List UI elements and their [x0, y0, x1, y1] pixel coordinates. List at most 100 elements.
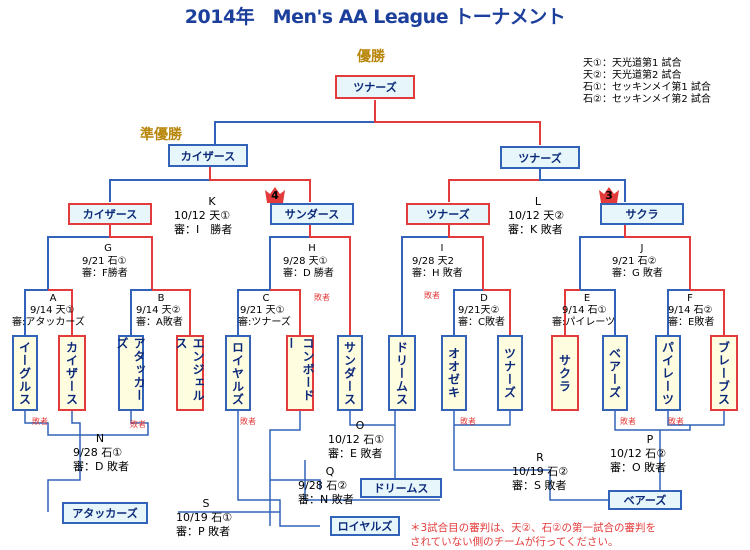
- game-I-info: 9/28 天2: [412, 256, 454, 267]
- consolation-dreams-box[interactable]: ドリームス: [360, 478, 442, 498]
- game-L-letter: L: [534, 195, 542, 208]
- footnote: ＊3試合目の審判は、天②、石②の第一試合の審判を されていない側のチームが行って…: [410, 521, 656, 549]
- game-A-info: 9/14 天①: [30, 305, 75, 316]
- seed-number: 4: [271, 189, 279, 202]
- team-angels[interactable]: エンジェルス: [174, 335, 205, 411]
- seed-number: 3: [605, 189, 613, 202]
- game-K-ref: 審：I 勝者: [174, 223, 233, 236]
- game-S-ref: 審：P 敗者: [176, 525, 231, 538]
- game-P-info: 10/12 石②: [610, 447, 667, 460]
- game-B-letter: B: [157, 293, 165, 304]
- game-G-ref: 審：F勝者: [82, 268, 128, 279]
- consolation-royals-box[interactable]: ロイヤルズ: [330, 516, 400, 536]
- loser-mark: 敗者: [314, 293, 330, 302]
- game-J-info: 9/21 石②: [612, 256, 657, 267]
- game-R-ref: 審：S 敗者: [512, 479, 567, 492]
- game-F-info: 9/14 石②: [668, 305, 713, 316]
- loser-mark: 敗者: [130, 420, 146, 429]
- game-D-ref: 審：C敗者: [458, 317, 505, 328]
- game-P-ref: 審：O 敗者: [610, 461, 667, 474]
- team-sakura[interactable]: サクラ: [551, 335, 579, 411]
- game-N-letter: N: [95, 432, 105, 445]
- team-braves[interactable]: ブレーブス: [710, 335, 738, 411]
- game-N-info: 9/28 石①: [73, 446, 123, 459]
- game-L-info: 10/12 天②: [508, 209, 565, 222]
- team-oozeki[interactable]: オオゼキ: [441, 335, 467, 411]
- game-K-info: 10/12 天①: [174, 209, 231, 222]
- game-B-info: 9/14 天②: [136, 305, 181, 316]
- game-D-letter: D: [480, 293, 488, 304]
- semi-box-thunders[interactable]: サンダース: [270, 203, 354, 225]
- team-tunas[interactable]: ツナーズ: [497, 335, 523, 411]
- game-B-ref: 審：A敗者: [136, 317, 183, 328]
- game-A-ref: 審:アタッカーズ: [12, 317, 85, 328]
- legend-item: 天①：天光道第1 試合: [583, 58, 682, 69]
- loser-mark: 敗者: [668, 417, 684, 426]
- game-I-ref: 審：H 敗者: [412, 268, 463, 279]
- consolation-bears-box[interactable]: ベアーズ: [608, 490, 682, 510]
- game-C-letter: C: [262, 293, 270, 304]
- legend-item: 天②：天光道第2 試合: [583, 70, 682, 81]
- game-Q-letter: Q: [325, 465, 335, 478]
- game-I-letter: I: [440, 243, 444, 254]
- game-P-letter: P: [646, 433, 654, 446]
- game-N-ref: 審：D 敗者: [73, 460, 129, 473]
- game-C-ref: 審:ツナーズ: [238, 317, 291, 328]
- game-E-ref: 審:パイレーツ: [552, 317, 616, 328]
- game-J-ref: 審：G 敗者: [612, 268, 663, 279]
- legend-item: 石②：セッキンメイ第2 試合: [583, 94, 711, 105]
- page-title: 2014年 Men's AA League トーナメント: [184, 6, 566, 28]
- game-H-letter: H: [308, 243, 316, 254]
- finalist-right-box[interactable]: ツナーズ: [500, 146, 580, 169]
- loser-mark: 敗者: [460, 417, 476, 426]
- game-G-info: 9/21 石①: [82, 256, 127, 267]
- game-E-info: 9/14 石①: [562, 305, 607, 316]
- team-attackers[interactable]: アタッカーズ: [115, 335, 146, 411]
- team-royals[interactable]: ロイヤルズ: [225, 335, 251, 411]
- game-C-info: 9/21 天①: [240, 305, 285, 316]
- game-R-info: 10/19 石②: [512, 465, 569, 478]
- crown-icon: [599, 187, 619, 203]
- legend: 天①：天光道第1 試合 天②：天光道第2 試合 石①：セッキンメイ第1 試合 石…: [583, 58, 711, 106]
- game-R-letter: R: [536, 451, 544, 464]
- footnote-line: されていない側のチームが行ってください。: [410, 536, 619, 548]
- finalist-left-box[interactable]: カイザース: [168, 144, 248, 167]
- team-dreams[interactable]: ドリームス: [388, 335, 416, 411]
- loser-mark: 敗者: [620, 417, 636, 426]
- game-G-letter: G: [104, 243, 112, 254]
- semi-box-sakura[interactable]: サクラ: [600, 203, 684, 225]
- loser-mark: 敗者: [424, 291, 440, 300]
- game-H-info: 9/28 天①: [283, 256, 328, 267]
- loser-mark: 敗者: [32, 417, 48, 426]
- semi-box-tunas[interactable]: ツナーズ: [406, 203, 490, 225]
- team-eagles[interactable]: イーグルス: [12, 335, 38, 411]
- semi-box-kaisers[interactable]: カイザース: [68, 203, 152, 225]
- runnerup-label: 準優勝: [140, 127, 182, 143]
- champion-label: 優勝: [357, 49, 385, 65]
- game-F-letter: F: [687, 293, 693, 304]
- champion-box[interactable]: ツナーズ: [335, 75, 415, 99]
- game-J-letter: J: [640, 243, 644, 254]
- game-F-ref: 審：E敗者: [668, 317, 715, 328]
- game-E-letter: E: [583, 293, 591, 304]
- crown-icon: [265, 187, 285, 203]
- game-A-letter: A: [49, 293, 57, 304]
- game-Q-ref: 審：N 敗者: [298, 493, 354, 506]
- game-O-ref: 審：E 敗者: [328, 447, 383, 460]
- game-S-letter: S: [202, 497, 210, 510]
- game-Q-info: 9/28 石②: [298, 479, 348, 492]
- legend-item: 石①：セッキンメイ第1 試合: [583, 82, 711, 93]
- game-O-letter: O: [355, 419, 365, 432]
- game-O-info: 10/12 石①: [328, 433, 385, 446]
- game-H-ref: 審：D 勝者: [283, 268, 334, 279]
- seed-crown-right: 3: [598, 186, 620, 204]
- team-thunders[interactable]: サンダース: [337, 335, 363, 411]
- consolation-attackers-box[interactable]: アタッカーズ: [62, 502, 148, 524]
- team-bears[interactable]: ベアーズ: [602, 335, 628, 411]
- seed-crown-left: 4: [264, 186, 286, 204]
- team-konbodo[interactable]: コンボードー: [284, 335, 315, 411]
- team-pirates[interactable]: パイレーツ: [655, 335, 681, 411]
- game-S-info: 10/19 石①: [176, 511, 233, 524]
- footnote-line: ＊3試合目の審判は、天②、石②の第一試合の審判を: [410, 522, 657, 534]
- team-kaisers[interactable]: カイザース: [58, 335, 86, 411]
